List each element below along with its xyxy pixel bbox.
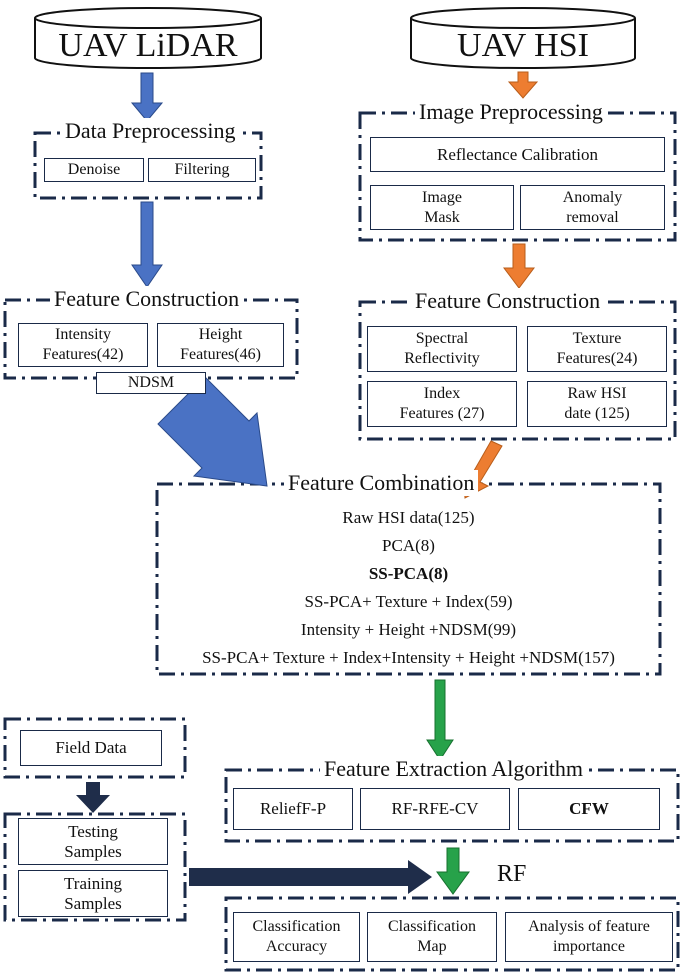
arrow-extraction-to-rf [436,847,470,895]
feature-importance-box: Analysis of feature importance [505,912,673,962]
intensity-features-box: Intensity Features(42) [18,323,148,367]
cfw-box: CFW [518,788,660,830]
data-preprocessing-title: Data Preprocessing [61,118,240,144]
frame-outputs [224,896,680,972]
hsi-source-label: UAV HSI [457,27,589,64]
spectral-reflectivity-box: Spectral Reflectivity [367,326,517,372]
anomaly-removal-box: Anomaly removal [520,185,665,230]
image-preprocessing-title: Image Preprocessing [415,99,607,125]
frame-field-data [3,717,187,779]
ndsm-box: NDSM [96,372,206,394]
texture-features-box: Texture Features(24) [527,326,667,372]
feature-combination-title: Feature Combination [284,470,479,496]
filtering-box: Filtering [148,158,256,182]
arrow-preprocessing-to-features [131,201,163,288]
arrow-samples-to-rf [189,860,432,894]
testing-samples-box: Testing Samples [18,818,168,865]
combination-item-all: SS-PCA+ Texture + Index+Intensity + Heig… [202,648,615,667]
rf-rfe-cv-box: RF-RFE-CV [360,788,510,830]
frame-samples [3,812,187,922]
combination-item-ss-pca: SS-PCA(8) [368,564,449,583]
image-mask-box: Image Mask [370,185,514,230]
hsi-feature-construction-title: Feature Construction [411,288,605,314]
training-samples-box: Training Samples [18,870,168,917]
raw-hsi-date-box: Raw HSI date (125) [527,381,667,427]
frame-data-preprocessing [33,131,263,200]
combination-item-pca: PCA(8) [382,536,435,555]
lidar-cylinder [34,7,262,69]
feature-extraction-title: Feature Extraction Algorithm [320,756,588,782]
reflectance-calibration-box: Reflectance Calibration [370,137,665,172]
classification-map-box: Classification Map [367,912,497,962]
arrow-field-to-samples [76,782,110,813]
field-data-box: Field Data [20,730,162,766]
classification-accuracy-box: Classification Accuracy [233,912,360,962]
combination-item-ss-pca-texture-index: SS-PCA+ Texture + Index(59) [304,592,513,611]
height-features-box: Height Features(46) [157,323,284,367]
arrow-combination-to-extraction [426,679,454,761]
denoise-box: Denoise [44,158,144,182]
lidar-feature-construction-title: Feature Construction [50,286,244,312]
arrow-hsi-to-preprocessing [507,71,539,99]
rf-label: RF [497,861,527,887]
index-features-box: Index Features (27) [367,381,517,427]
combination-item-raw-hsi: Raw HSI data(125) [342,508,475,527]
arrow-preprocessing-to-hsi-features [503,243,535,289]
hsi-cylinder [410,7,636,69]
combination-item-intensity-height-ndsm: Intensity + Height +NDSM(99) [300,620,517,639]
arrow-lidar-to-preprocessing [130,72,164,122]
lidar-source-label: UAV LiDAR [58,27,238,64]
combination-list: Raw HSI data(125) PCA(8) SS-PCA(8) SS-PC… [157,506,660,671]
arrow-lidar-features-to-combination [157,376,268,487]
relieff-p-box: ReliefF-P [233,788,353,830]
